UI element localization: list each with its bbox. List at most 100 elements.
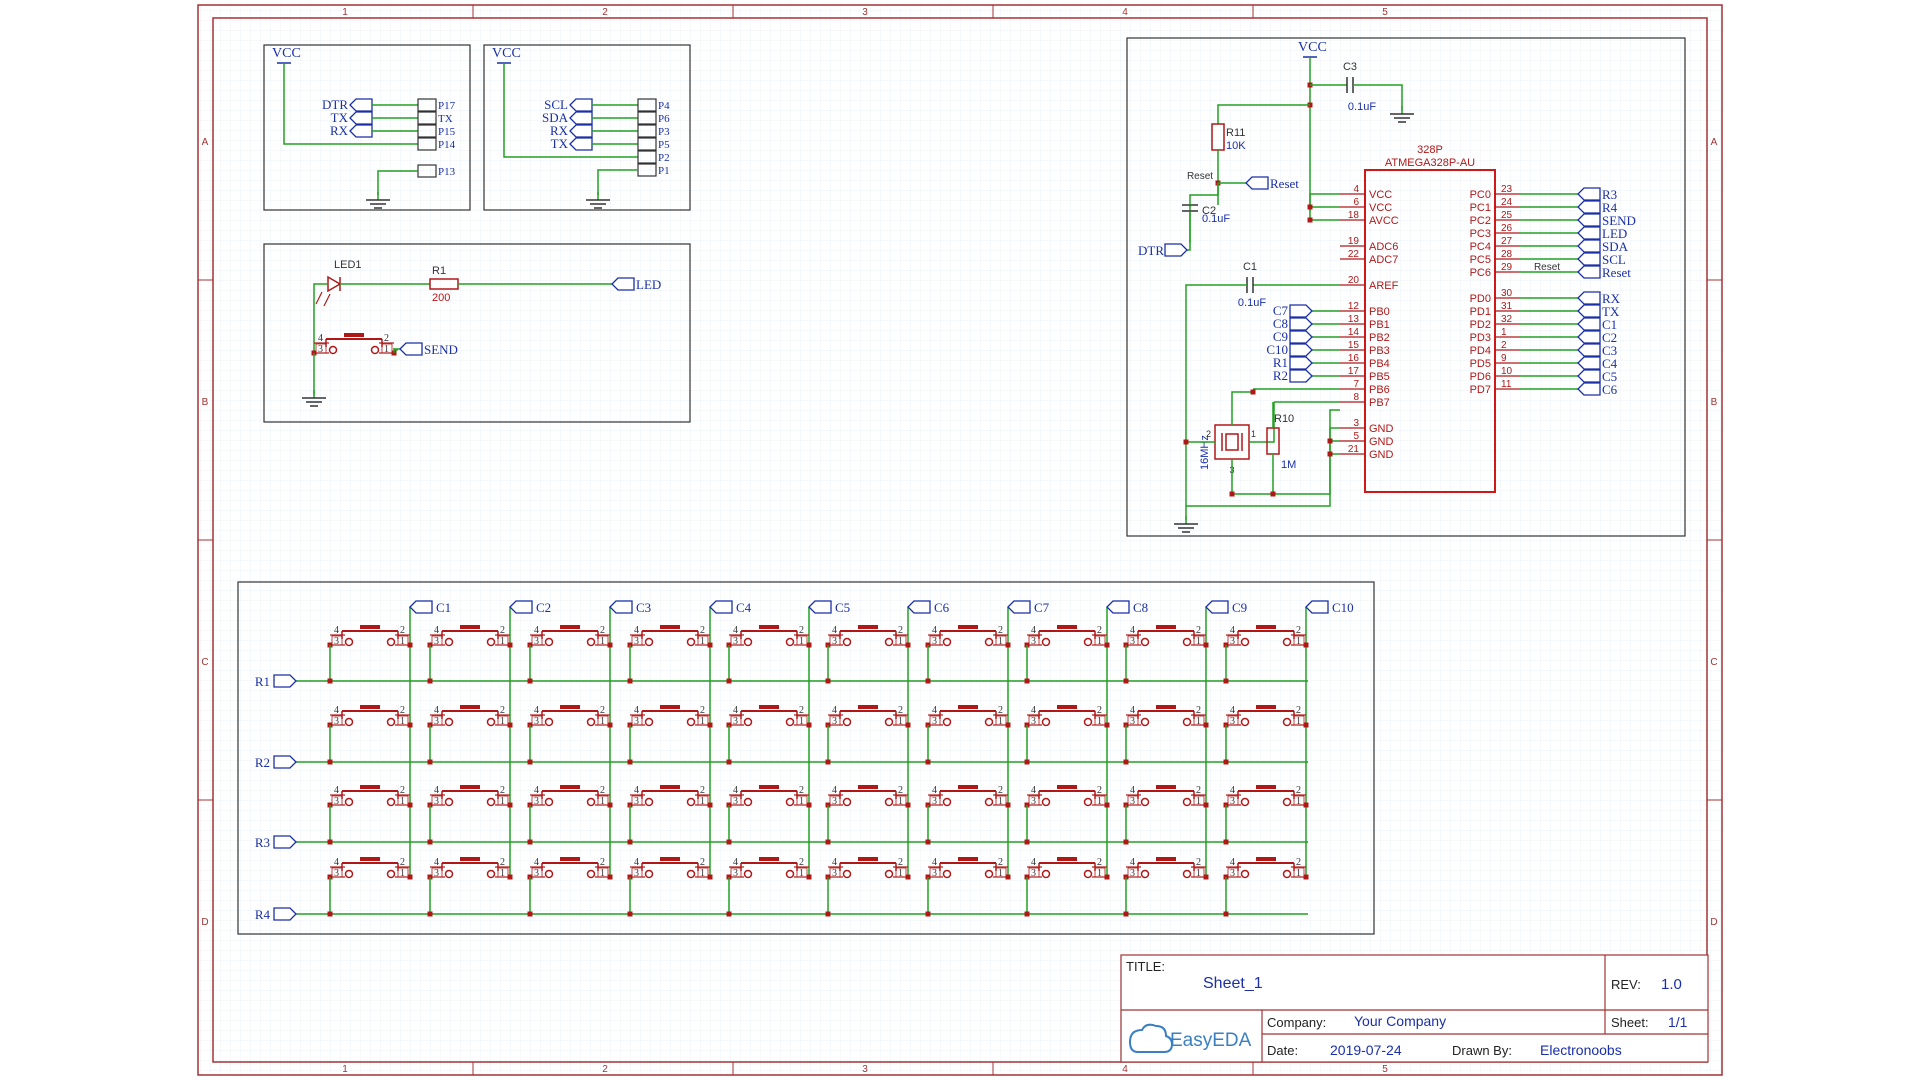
- switch-contact-icon: [328, 345, 338, 355]
- switch-contact-icon: [785, 637, 795, 647]
- switch-pin-number: 4: [832, 625, 837, 636]
- junction-dot: [1123, 911, 1129, 917]
- switch-pin-number: 3: [1031, 636, 1036, 647]
- chip-pin-name: PB4: [1369, 358, 1390, 370]
- pb-net-icon: [1289, 356, 1313, 370]
- junction-dot: [527, 759, 533, 765]
- junction-dot: [726, 911, 732, 917]
- switch-pin-dot: [707, 802, 713, 808]
- switch-contact-icon: [444, 637, 454, 647]
- switch-contact-icon: [344, 869, 354, 879]
- chip-pin-number: 5: [1353, 431, 1359, 442]
- chip-net-port-label: RX: [1602, 291, 1621, 306]
- switch-actuator-icon: [560, 785, 580, 789]
- switch-pin-box: [829, 715, 841, 726]
- switch-contact-icon: [344, 717, 354, 727]
- switch-pin-number: 3: [932, 796, 937, 807]
- chip-pin-name: PC3: [1470, 228, 1491, 240]
- switch-pin-number: 2: [600, 857, 605, 868]
- switch-pin-number: 3: [932, 716, 937, 727]
- chip-pin-name: PD1: [1470, 306, 1491, 318]
- switch-contact-icon: [1140, 797, 1150, 807]
- switch-pin-dot: [1104, 802, 1110, 808]
- switch-pin-box: [1028, 795, 1040, 806]
- junction-dot: [1223, 759, 1229, 765]
- row-marker: C: [201, 657, 208, 668]
- junction-dot: [627, 759, 633, 765]
- column-net-label: C2: [536, 600, 551, 615]
- switch-pin-dot: [1303, 802, 1309, 808]
- switch-pin-number: 4: [832, 785, 837, 796]
- pb-net-icon: [1289, 317, 1313, 331]
- dtr-net-label: DTR: [1138, 243, 1164, 258]
- switch-pin-dot: [806, 874, 812, 880]
- chip-pin-number: 23: [1501, 184, 1513, 195]
- column-net-label: C3: [636, 600, 651, 615]
- c2-value-label: 0.1uF: [1202, 213, 1230, 225]
- header2-pin-label: P2: [658, 152, 670, 164]
- header2-net-icon: [569, 111, 593, 125]
- switch-pin-number: 1: [1196, 868, 1201, 879]
- switch-pin-dot: [707, 722, 713, 728]
- switch-contact-icon: [686, 797, 696, 807]
- switch-pin-number: 1: [799, 868, 804, 879]
- chip-net-port-label: C6: [1602, 382, 1618, 397]
- switch-pin-box: [1094, 867, 1106, 878]
- switch-pin-box: [796, 635, 808, 646]
- chip-net-port-label: TX: [1602, 304, 1620, 319]
- junction-dot: [1270, 491, 1276, 497]
- switch-pin-dot: [1203, 874, 1209, 880]
- junction-dot: [1229, 491, 1235, 497]
- chip-pin-number: 14: [1348, 327, 1360, 338]
- column-marker: 2: [602, 1064, 608, 1075]
- c1-ref-label: C1: [1243, 261, 1257, 273]
- row-marker: A: [1711, 137, 1718, 148]
- chip-pin-number: 8: [1353, 392, 1359, 403]
- switch-pin-number: 2: [384, 333, 389, 344]
- switch-pin-number: 1: [799, 716, 804, 727]
- row-marker: C: [1710, 657, 1717, 668]
- switch-pin-number: 2: [1097, 705, 1102, 716]
- switch-pin-number: 2: [898, 857, 903, 868]
- switch-pin-number: 2: [1296, 785, 1301, 796]
- switch-pin-number: 4: [832, 857, 837, 868]
- chip-net-port-label: C1: [1602, 317, 1617, 332]
- switch-actuator-icon: [1256, 857, 1276, 861]
- switch-pin-number: 2: [898, 705, 903, 716]
- switch-pin-box: [1094, 715, 1106, 726]
- switch-pin-dot: [1303, 722, 1309, 728]
- chip-pin-number: 13: [1348, 314, 1360, 325]
- column-net-label: C6: [934, 600, 950, 615]
- switch-contact-icon: [486, 637, 496, 647]
- switch-pin-box: [995, 635, 1007, 646]
- chip-pin-name: PC2: [1470, 215, 1491, 227]
- chip-pin-number: 11: [1501, 379, 1512, 390]
- junction-dot: [726, 839, 732, 845]
- switch-actuator-icon: [660, 785, 680, 789]
- junction-dot: [726, 759, 732, 765]
- switch-actuator-icon: [660, 705, 680, 709]
- switch-pin-box: [1293, 715, 1305, 726]
- chip-net-port: [1577, 187, 1601, 201]
- switch-pin-number: 4: [434, 705, 439, 716]
- switch-pin-number: 2: [400, 625, 405, 636]
- r10-value-label: 1M: [1281, 459, 1296, 471]
- switch-pin-box: [497, 795, 509, 806]
- switch-pin-number: 2: [898, 785, 903, 796]
- switch-pin-dot: [905, 642, 911, 648]
- switch-pin-number: 3: [832, 716, 837, 727]
- chip-pin-name: PC0: [1470, 189, 1491, 201]
- switch-pin-number: 3: [634, 796, 639, 807]
- switch-actuator-icon: [958, 785, 978, 789]
- switch-pin-number: 4: [334, 705, 339, 716]
- easyeda-logo: EasyEDA: [1128, 1023, 1252, 1053]
- switch-contact-icon: [1182, 637, 1192, 647]
- switch-pin-number: 3: [1130, 796, 1135, 807]
- matrix-box: [237, 581, 1375, 935]
- switch-pin-number: 1: [500, 716, 505, 727]
- switch-actuator-icon: [460, 785, 480, 789]
- switch-pin-number: 2: [799, 785, 804, 796]
- switch-contact-icon: [1282, 637, 1292, 647]
- chip-pin-name: PC4: [1470, 241, 1491, 253]
